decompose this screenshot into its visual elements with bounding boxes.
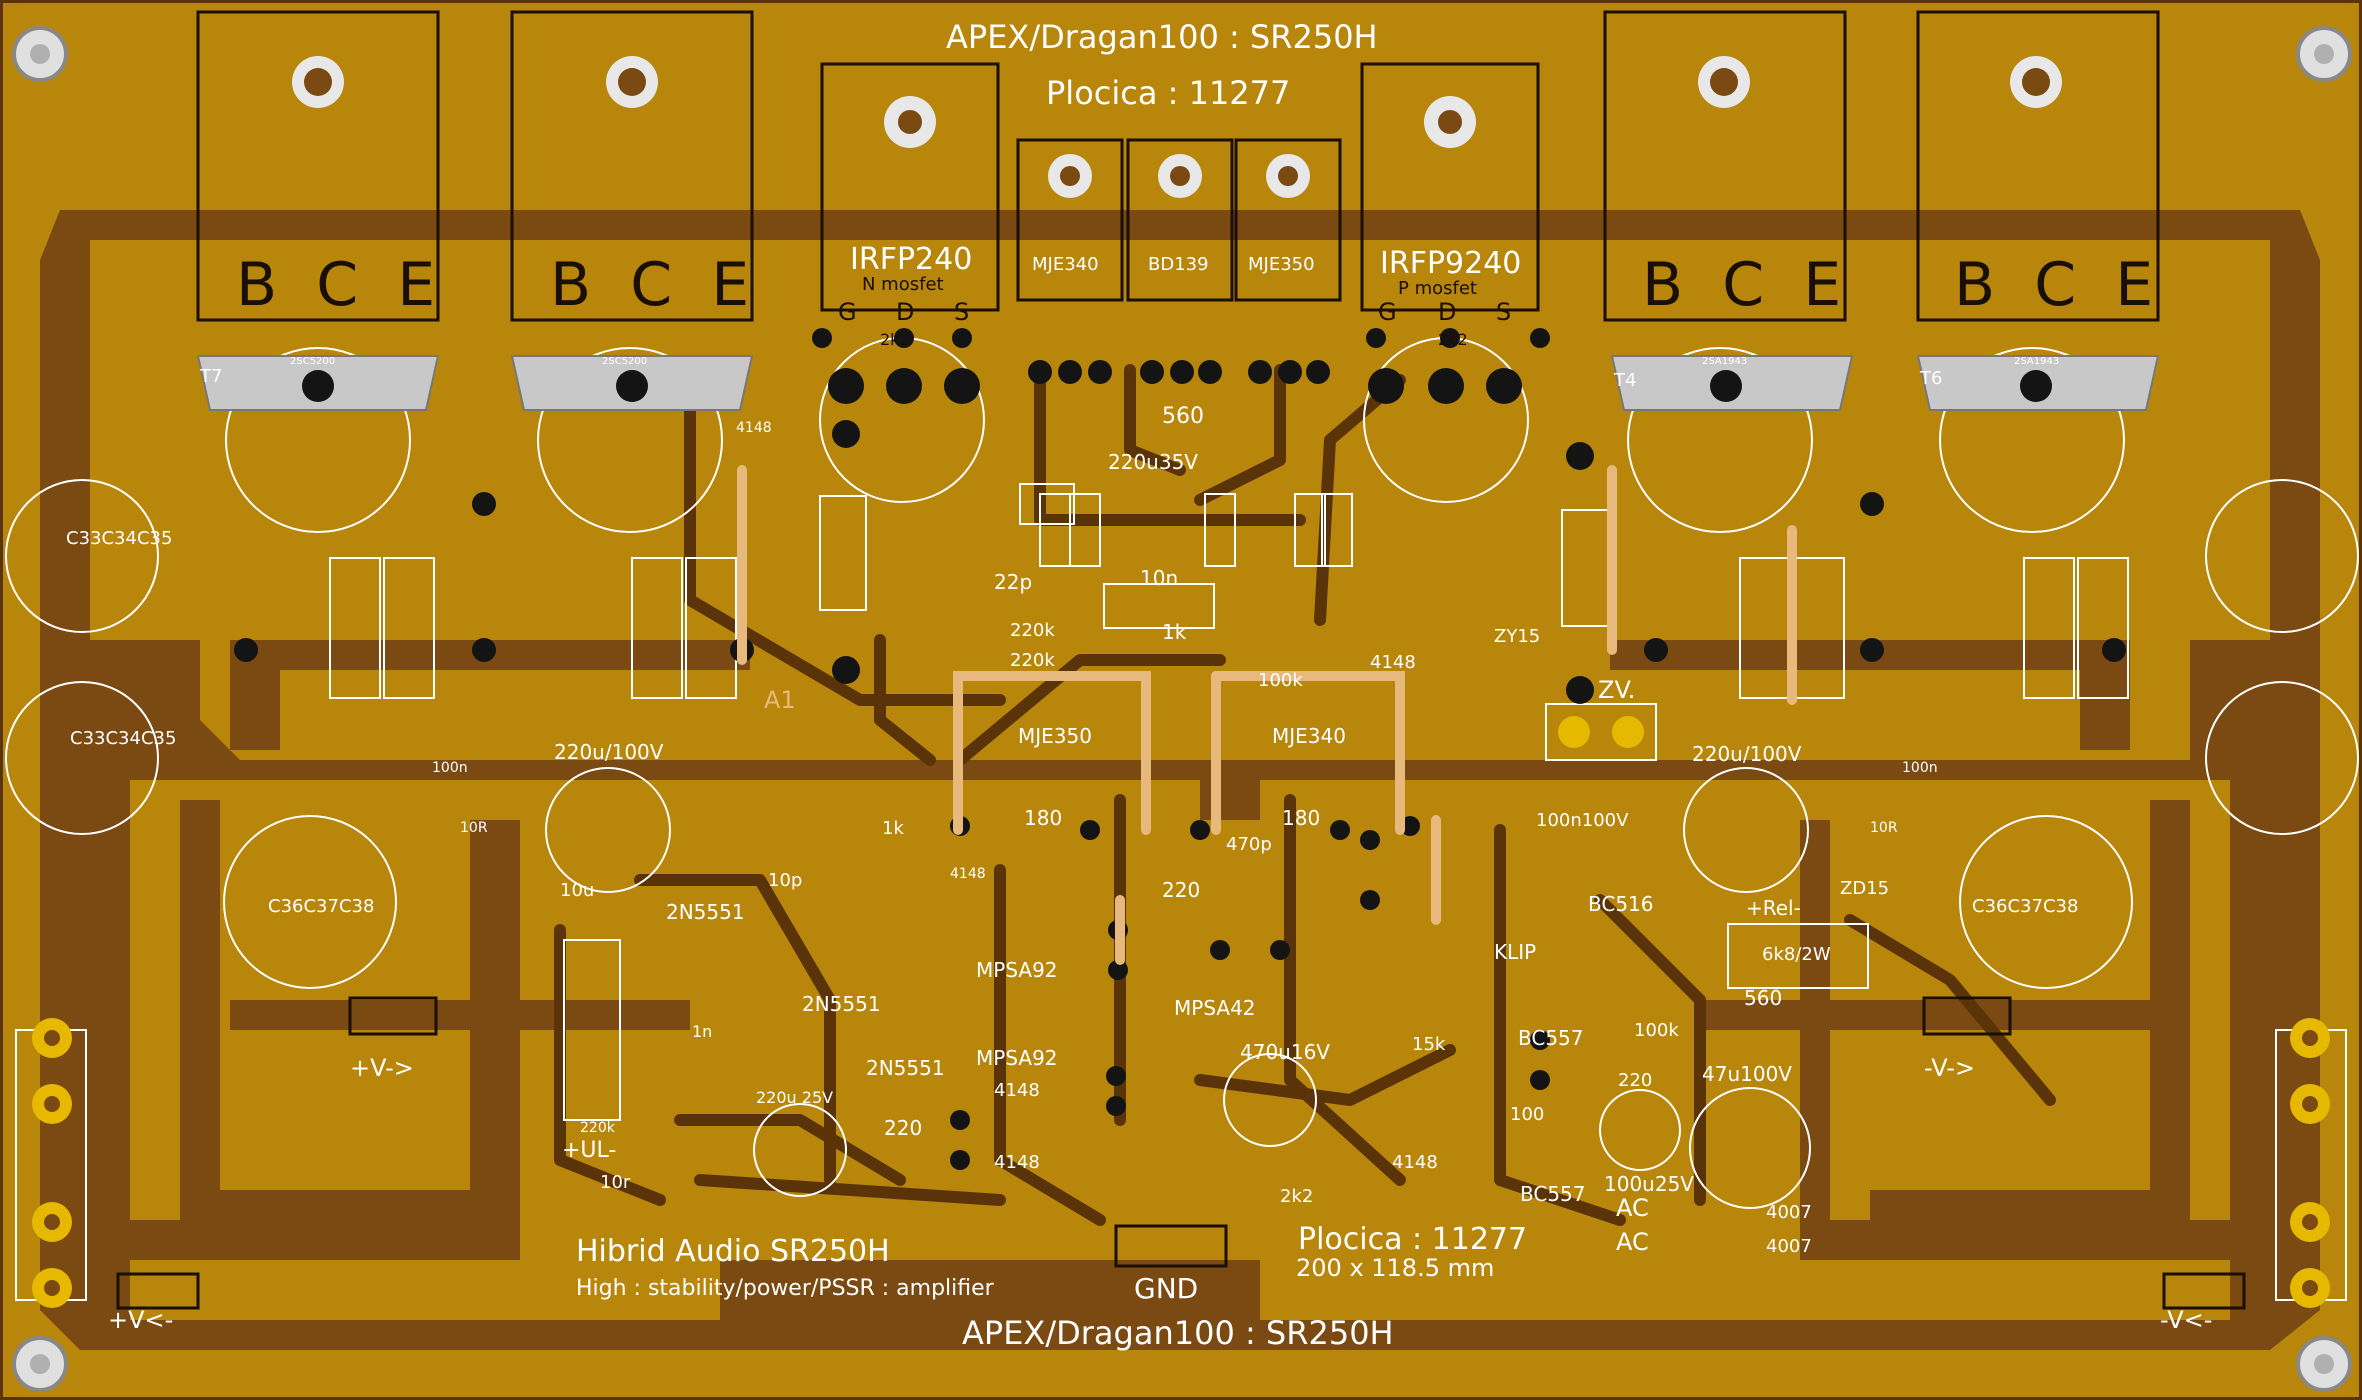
connector-pads <box>15 703 2347 1310</box>
mounting-holes <box>12 26 2352 1392</box>
heatsink-rings <box>5 337 2359 1209</box>
output-transistors <box>196 10 2160 322</box>
resistor-bodies <box>329 483 2129 1121</box>
driver-outlines <box>820 62 1540 312</box>
component-pads <box>234 328 2126 1170</box>
jumper-wires <box>737 465 1797 965</box>
